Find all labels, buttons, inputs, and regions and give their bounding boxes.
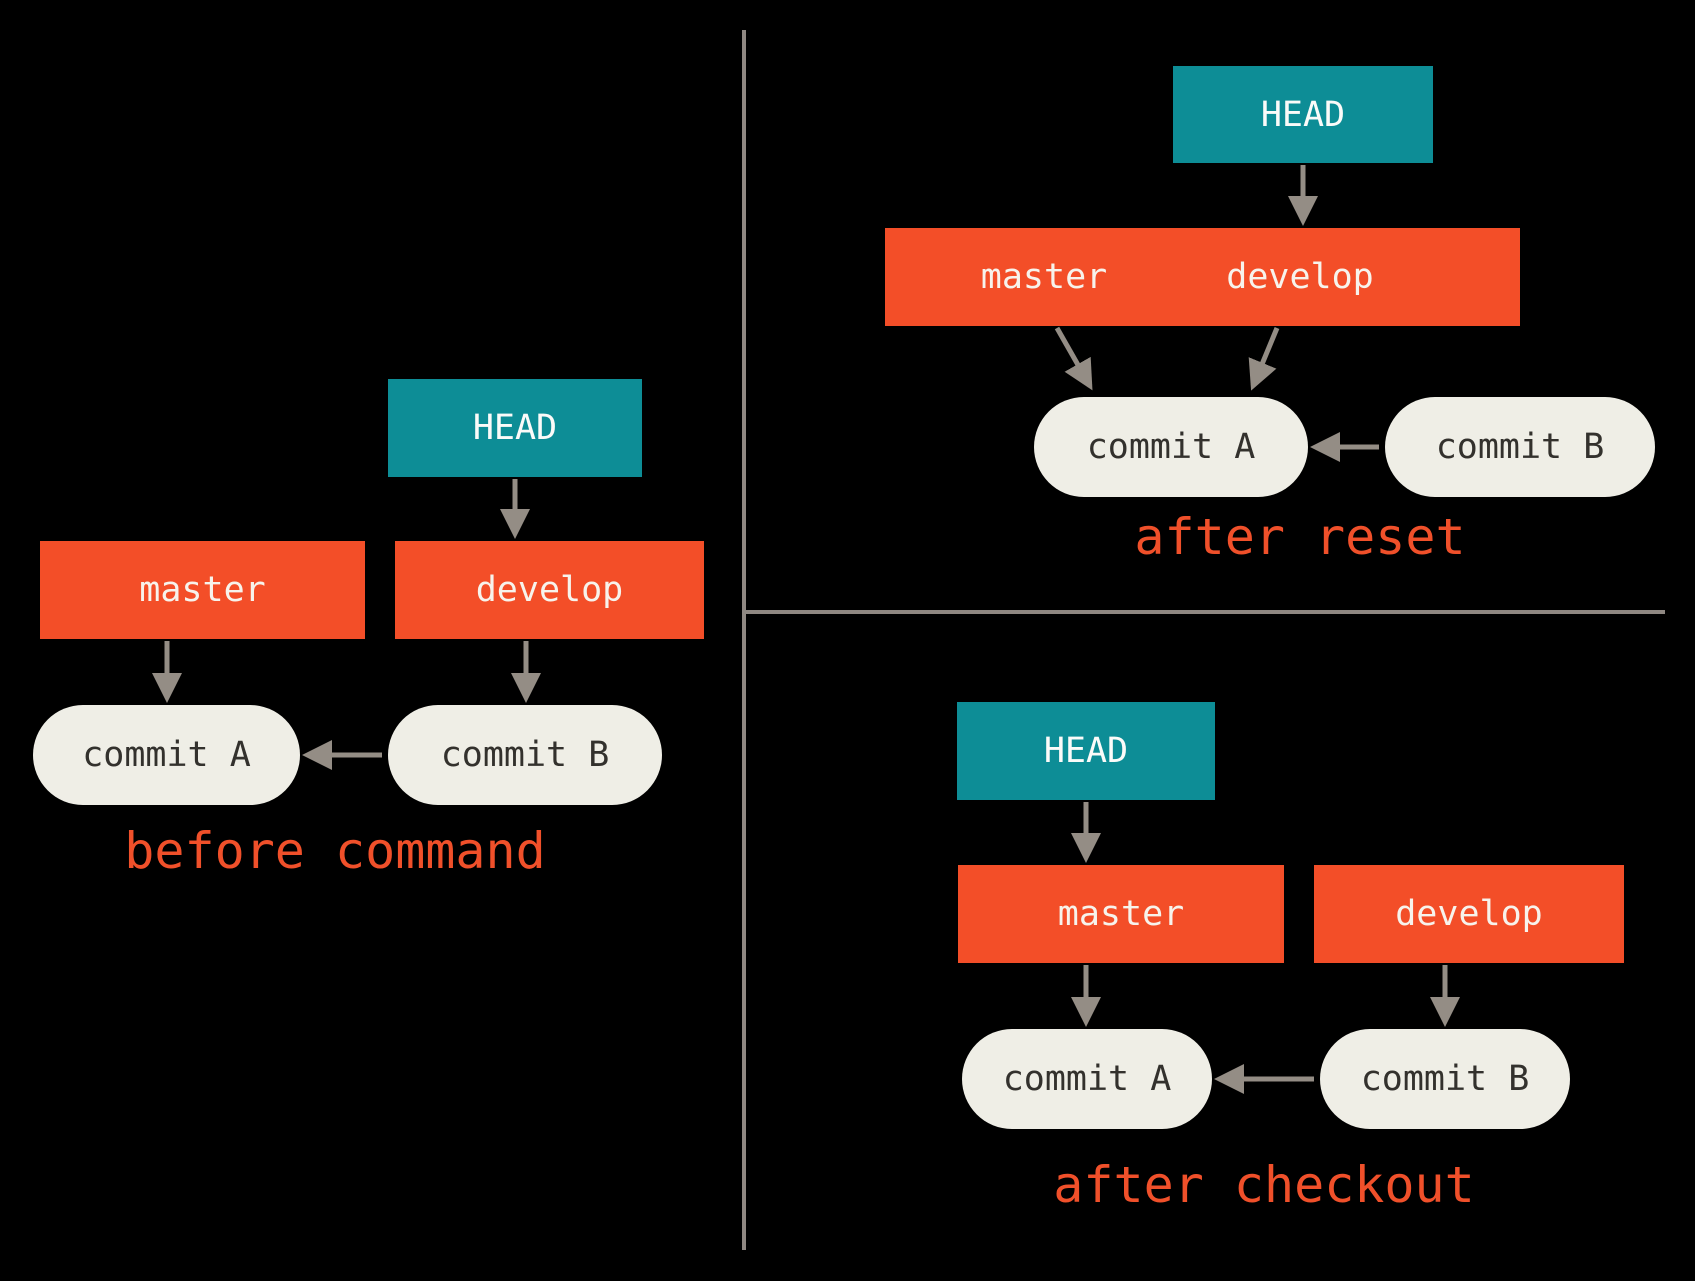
commit-a-node-checkout: commit A: [962, 1029, 1212, 1129]
caption-after-reset: after reset: [1134, 508, 1466, 566]
head-box-before: HEAD: [388, 379, 642, 477]
commit-a-node-reset: commit A: [1034, 397, 1308, 497]
master-branch-label-reset: master: [980, 257, 1108, 297]
commit-b-node-before: commit B: [388, 705, 662, 805]
commit-b-node-reset: commit B: [1385, 397, 1655, 497]
master-branch-box-checkout: master: [958, 865, 1284, 963]
merged-branches-box-reset: master develop: [885, 228, 1520, 326]
commit-a-node-before: commit A: [33, 705, 300, 805]
arrow-develop-to-commit-a-reset: [1248, 327, 1280, 391]
master-branch-box-before: master: [40, 541, 365, 639]
commit-b-node-checkout: commit B: [1320, 1029, 1570, 1129]
caption-after-checkout: after checkout: [1053, 1156, 1475, 1214]
develop-branch-label-reset: develop: [1226, 257, 1374, 297]
arrow-master-to-commit-a-reset: [1054, 326, 1093, 391]
develop-branch-box-checkout: develop: [1314, 865, 1624, 963]
caption-before-command: before command: [124, 822, 546, 880]
develop-branch-box-before: develop: [395, 541, 704, 639]
head-box-checkout: HEAD: [957, 702, 1215, 800]
head-box-reset: HEAD: [1173, 66, 1433, 163]
